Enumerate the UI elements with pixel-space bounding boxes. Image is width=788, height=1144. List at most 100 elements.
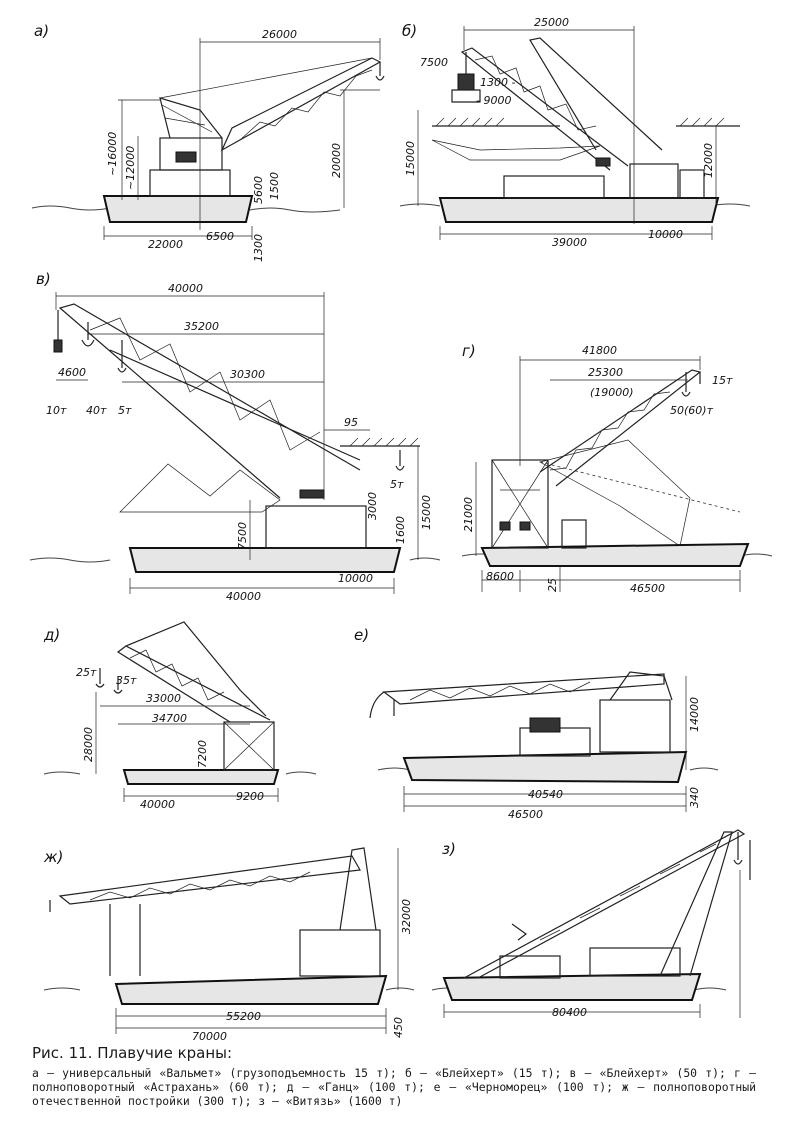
panel-a-cab (159, 137, 223, 171)
panel-d-waterline (43, 771, 317, 775)
panel-z-mast (659, 831, 733, 977)
caption-title: Рис. 11. Плавучие краны: (32, 1044, 233, 1062)
panel-v-bleichert-50t: в) 40000 35200 30300 4600 10т 40т 5т (29, 270, 441, 603)
panel-e-letter: е) (354, 626, 369, 644)
panel-v-hook-40t (81, 339, 95, 347)
panel-d-hook-35t (113, 676, 123, 694)
panel-a-luffing-rope (159, 57, 373, 99)
panel-b-grab-bucket (457, 73, 475, 91)
panel-b-dim-outreach (463, 26, 635, 224)
panel-g-main-hook (681, 372, 691, 397)
panel-v-boom-lattice (89, 317, 321, 451)
panel-b-pontoon (438, 197, 720, 223)
panel-a-boom (220, 57, 382, 152)
panel-g-dim-19000: (19000) (590, 386, 634, 399)
panel-a-dim-16000: ~16000 (106, 132, 119, 176)
panel-zh-mast (339, 847, 377, 931)
panel-b-dim-7500: 7500 (420, 56, 448, 69)
panel-a-dim-length-line (103, 226, 253, 240)
panel-b-cabin (679, 169, 705, 199)
panel-zh-jib-legs (109, 904, 141, 976)
panel-d-load-25t: 25т (76, 666, 97, 679)
panel-d-ganz: д) 25т 35т 33000 34700 28000 7200 40000 … (43, 621, 317, 811)
panel-b-dim-10000: 10000 (648, 228, 683, 241)
panel-b-ship-silhouette (431, 139, 601, 161)
panel-d-letter: д) (43, 626, 60, 644)
panel-v-hook-5t-quay (395, 450, 405, 471)
panel-v-letter: в) (36, 270, 51, 288)
panel-g-letter: г) (462, 342, 476, 360)
panel-v-ship-silhouette (119, 463, 281, 513)
panel-z-boom (463, 829, 746, 979)
panel-v-aux-boom (109, 349, 361, 461)
panel-a-dim-20000: 20000 (330, 143, 343, 178)
panel-v-dim-95: 95 (344, 416, 358, 429)
panel-v-boom (58, 303, 361, 499)
panel-a-dim-5600: 5600 (252, 176, 265, 204)
panel-v-dim-length-line (129, 578, 395, 594)
panel-z-dim-length-line (443, 870, 741, 1018)
panel-a-dim-12000: ~12000 (124, 146, 137, 190)
panel-v-dim-1600: 1600 (394, 516, 407, 544)
panel-zh-dim-70000: 70000 (192, 1030, 227, 1043)
panel-g-astrakhan: г) 41800 25300 (19000) 15т 50(60)т 21000… (461, 342, 773, 595)
panel-d-top-chord (125, 621, 267, 717)
panel-zh-letter: ж) (43, 848, 63, 866)
panel-b-deck-house (503, 175, 605, 199)
panel-d-dim-length-line (123, 788, 279, 802)
panel-zh-pontoon (114, 974, 388, 1005)
panel-g-load-15t: 15т (712, 374, 733, 387)
panel-v-load-10t: 10т (46, 404, 67, 417)
panel-zh-waterline (43, 987, 415, 991)
panel-v-load-5t: 5т (118, 404, 132, 417)
panel-d-boom (116, 645, 271, 723)
panel-z-deckhouse (589, 947, 681, 977)
panel-v-dim-3000: 3000 (366, 492, 379, 520)
panel-a-cab-window (175, 151, 197, 163)
panel-v-quay-hatch (349, 437, 419, 447)
panel-v-machinery-house (265, 505, 367, 549)
panel-b-rear-mast (529, 37, 663, 151)
panel-zh-dim-70000-line (115, 1008, 387, 1034)
panel-g-dim-21000: 21000 (462, 497, 475, 532)
panel-b-quay-hatch (435, 117, 725, 127)
panel-v-dim-40000-top: 40000 (168, 282, 203, 295)
panel-v-dim-30300: 30300 (230, 368, 265, 381)
panel-g-window-2 (519, 521, 531, 531)
panel-a-letter: а) (34, 22, 49, 40)
panel-v-dim-7500: 7500 (236, 522, 249, 550)
panel-d-pontoon (122, 769, 280, 785)
figure-caption: Рис. 11. Плавучие краны: а — универсальн… (32, 1044, 756, 1108)
panel-g-boom-lattice (549, 391, 671, 471)
panel-d-dim-34700: 34700 (152, 712, 187, 725)
panel-a-dim-outreach (199, 38, 381, 230)
panel-b-dim-39000: 39000 (552, 236, 587, 249)
panel-z-boom-lattice (539, 843, 717, 941)
panel-d-tower-bracing (223, 721, 275, 771)
panel-a-hook (375, 75, 385, 81)
panel-b-boom-lattice (474, 55, 597, 131)
panel-d-dim-9200: 9200 (236, 790, 264, 803)
panel-a-waterline (31, 205, 341, 213)
panel-v-dim-15000: 15000 (420, 495, 433, 530)
panel-z-hook (733, 832, 743, 865)
panel-a-dim-26000: 26000 (262, 28, 297, 41)
panel-e-dim-14000: 14000 (688, 697, 701, 732)
panel-v-dim-4600: 4600 (58, 366, 86, 379)
panel-z-small-boom (511, 923, 528, 941)
panel-d-dim-40000: 40000 (140, 798, 175, 811)
panel-v-cab-window (299, 489, 325, 499)
panel-z-letter: з) (442, 840, 456, 858)
panel-e-a-frame (609, 671, 673, 701)
panel-d-load-35t: 35т (116, 674, 137, 687)
panel-g-boom (539, 369, 702, 487)
panel-a-a-frame (159, 97, 223, 139)
panel-e-machinery (599, 699, 671, 753)
panel-a-dim-20000-line (340, 89, 380, 208)
panel-b-operator-cab (595, 157, 611, 167)
panel-b-grab-jaw (451, 89, 481, 103)
panel-zh-machinery (299, 929, 381, 977)
panel-g-dim-46500: 46500 (630, 582, 665, 595)
panel-e-hoist-rope (369, 691, 385, 719)
